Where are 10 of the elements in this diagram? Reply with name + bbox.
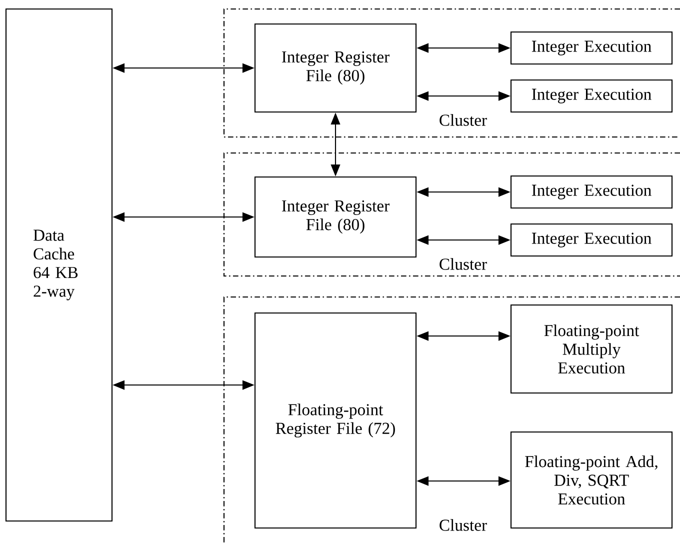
unit-box: Integer Execution xyxy=(510,79,673,113)
unit-box: Integer Execution xyxy=(510,31,673,65)
unit-box: Integer Register File (80) xyxy=(254,23,417,113)
unit-box: Integer Execution xyxy=(510,175,673,209)
unit-box: Integer Register File (80) xyxy=(254,176,417,258)
unit-box: Floating-point Add, Div, SQRT Execution xyxy=(510,431,673,529)
cache-box: Data Cache 64 KB 2-way xyxy=(5,8,113,522)
unit-box: Floating-point Multiply Execution xyxy=(510,304,673,394)
unit-box: Floating-point Register File (72) xyxy=(254,312,417,529)
unit-box: Integer Execution xyxy=(510,223,673,257)
